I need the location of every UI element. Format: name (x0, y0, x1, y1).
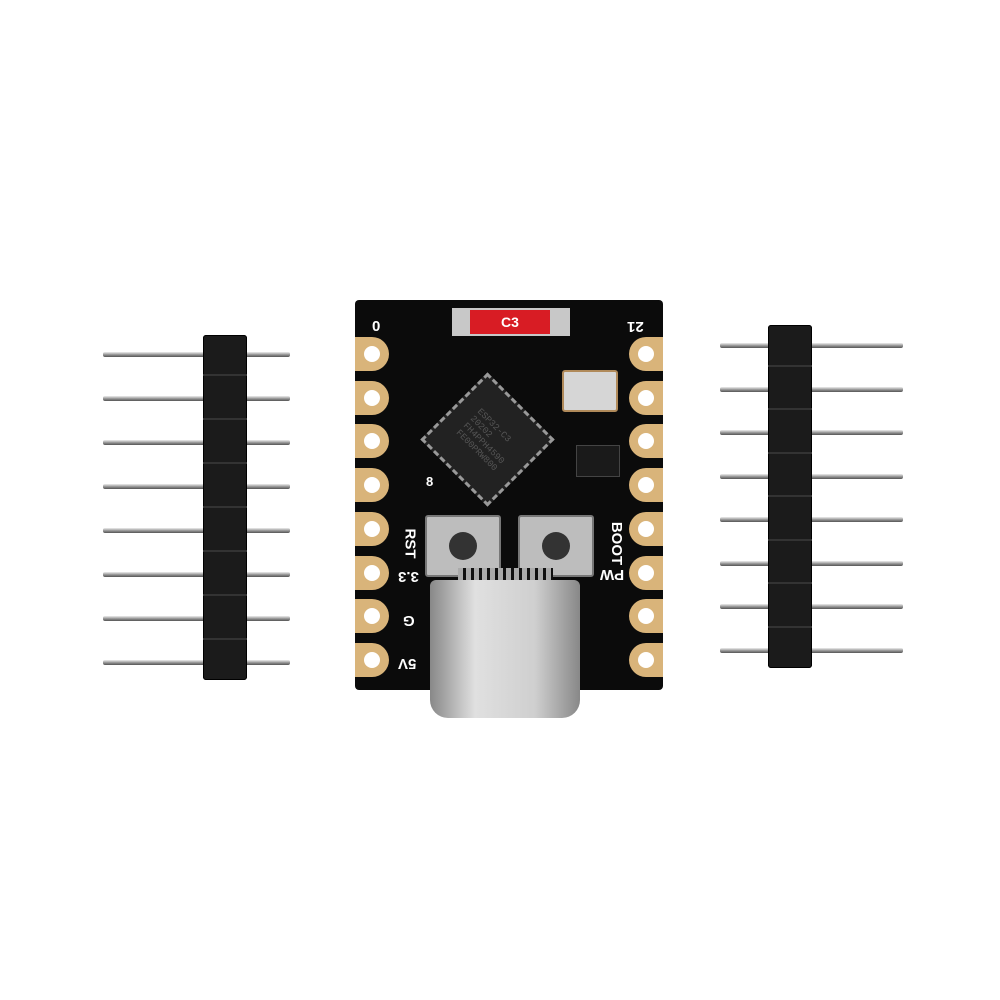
header-segment (768, 451, 812, 454)
castellated-pad (355, 511, 389, 546)
reset-button[interactable] (425, 515, 501, 577)
castellated-pad (355, 424, 389, 459)
label-boot: BOOT (608, 521, 626, 566)
castellated-pad (629, 511, 663, 546)
header-pin (103, 616, 290, 621)
header-segment (768, 582, 812, 584)
header-pin (103, 572, 290, 577)
header-segment (768, 625, 812, 628)
castellated-pad (355, 599, 389, 634)
header-segment (768, 408, 812, 410)
header-segment (203, 506, 247, 508)
castellated-pad (355, 642, 389, 677)
castellated-pad (355, 555, 389, 590)
header-segment (203, 462, 247, 464)
antenna-label: C3 (470, 310, 550, 334)
label-pin-8: 8 (426, 474, 434, 489)
castellated-pad (629, 380, 663, 415)
header-pin (103, 440, 290, 445)
castellated-pad (355, 468, 389, 503)
voltage-regulator (576, 445, 620, 477)
label-pw: PW (600, 566, 625, 583)
header-segment (203, 594, 247, 596)
castellated-pad (629, 424, 663, 459)
header-pin (103, 528, 290, 533)
castellated-pad (355, 337, 389, 371)
castellated-pad (629, 555, 663, 590)
header-segment (203, 418, 247, 420)
castellated-pad (629, 468, 663, 503)
header-pin (103, 660, 290, 665)
header-segment (203, 638, 247, 640)
castellated-pad (629, 599, 663, 634)
header-segment (203, 374, 247, 376)
castellated-pad (629, 642, 663, 677)
header-plastic (768, 325, 812, 668)
crystal-oscillator (562, 370, 618, 412)
boot-button[interactable] (518, 515, 594, 577)
label-3v3: 3.3 (398, 568, 419, 585)
header-pin (103, 396, 290, 401)
header-segment (203, 550, 247, 552)
label-5v: 5V (398, 655, 417, 672)
castellated-pad (629, 337, 663, 371)
label-gnd: G (403, 612, 415, 629)
usb-c-port[interactable] (430, 580, 580, 718)
header-pin (103, 484, 290, 489)
label-rst: RST (401, 528, 419, 559)
header-segment (768, 364, 812, 367)
header-segment (768, 538, 812, 541)
header-plastic (203, 335, 247, 680)
header-segment (768, 495, 812, 497)
label-pin-0: 0 (372, 318, 381, 335)
castellated-pad (355, 380, 389, 415)
header-pin (103, 352, 290, 357)
label-pin-21: 21 (627, 318, 644, 335)
